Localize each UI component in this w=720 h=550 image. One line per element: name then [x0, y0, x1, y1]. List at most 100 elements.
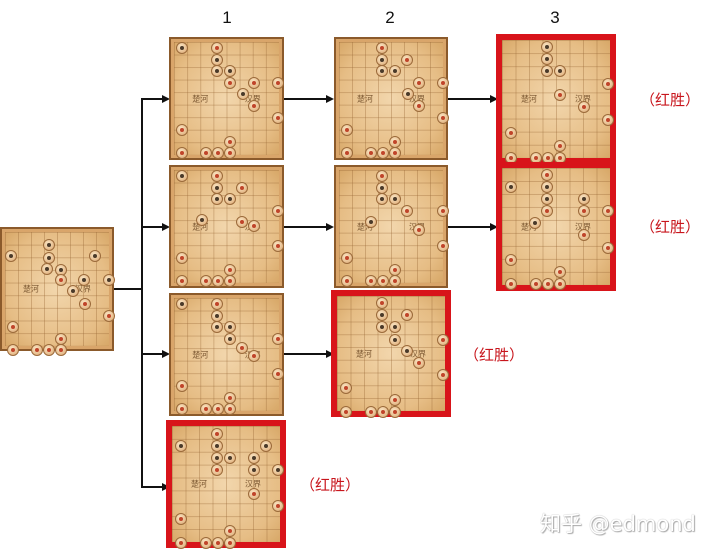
piece [200, 403, 212, 415]
piece [341, 147, 353, 159]
arrow-icon [490, 223, 498, 231]
piece [541, 193, 553, 205]
board-2a: 楚河汉界 [334, 37, 449, 160]
piece [541, 169, 553, 181]
piece [272, 333, 284, 345]
board-2c: 楚河汉界 [331, 290, 451, 418]
connector [448, 98, 490, 100]
piece [175, 537, 187, 549]
piece [389, 334, 401, 346]
piece [103, 274, 115, 286]
piece [389, 193, 401, 205]
piece [529, 217, 541, 229]
piece [554, 65, 566, 77]
piece [248, 220, 260, 232]
piece [272, 112, 284, 124]
river-left: 楚河 [357, 94, 373, 103]
piece [5, 250, 17, 262]
piece [55, 274, 67, 286]
piece [211, 464, 223, 476]
column-label-3: 3 [550, 8, 560, 27]
piece [212, 147, 224, 159]
piece [541, 181, 553, 193]
piece [542, 278, 554, 290]
piece [505, 181, 517, 193]
piece [248, 452, 260, 464]
piece [389, 264, 401, 276]
piece [578, 193, 590, 205]
piece [248, 77, 260, 89]
piece [7, 344, 19, 356]
piece [377, 275, 389, 287]
board-1d: 楚河汉界 [166, 420, 286, 549]
connector [141, 98, 163, 100]
piece [389, 406, 401, 418]
arrow-icon [490, 95, 498, 103]
piece [401, 309, 413, 321]
arrow-icon [162, 223, 170, 231]
piece [365, 216, 377, 228]
piece [377, 406, 389, 418]
river-right: 汉界 [245, 479, 261, 489]
piece [211, 440, 223, 452]
piece [541, 41, 553, 53]
board-root: 楚河汉界 [0, 227, 115, 356]
piece [248, 488, 260, 500]
piece [376, 309, 388, 321]
piece [413, 100, 425, 112]
piece [437, 112, 449, 124]
piece [79, 298, 91, 310]
piece [413, 357, 425, 369]
piece [224, 333, 236, 345]
piece [389, 147, 401, 159]
column-label-1: 1 [222, 8, 232, 27]
piece [224, 403, 236, 415]
piece [260, 440, 272, 452]
piece [341, 275, 353, 287]
piece [377, 147, 389, 159]
piece [236, 216, 248, 228]
connector [141, 353, 163, 355]
piece [389, 275, 401, 287]
piece [67, 285, 79, 297]
piece [402, 88, 414, 100]
arrow-icon [326, 350, 334, 358]
board-3a: 楚河汉界 [496, 34, 616, 164]
piece [224, 275, 236, 287]
river-left: 楚河 [23, 284, 39, 294]
piece [224, 147, 236, 159]
piece [272, 368, 284, 380]
piece [340, 382, 352, 394]
piece [176, 403, 188, 415]
piece [176, 147, 188, 159]
piece [224, 452, 236, 464]
piece [211, 452, 223, 464]
piece [175, 440, 187, 452]
piece [176, 124, 188, 136]
connector [141, 226, 163, 228]
piece [55, 344, 67, 356]
piece [224, 525, 236, 537]
piece [602, 78, 614, 90]
piece [176, 275, 188, 287]
piece [437, 334, 449, 346]
piece [89, 250, 101, 262]
piece [224, 65, 236, 77]
piece [602, 242, 614, 254]
piece [248, 350, 260, 362]
piece [401, 345, 413, 357]
piece [211, 321, 223, 333]
piece [389, 65, 401, 77]
piece [376, 42, 388, 54]
piece [365, 147, 377, 159]
piece [43, 344, 55, 356]
river-left: 楚河 [521, 94, 537, 104]
piece [376, 297, 388, 309]
piece [505, 254, 517, 266]
piece [505, 278, 517, 290]
piece [176, 298, 188, 310]
piece [437, 205, 449, 217]
connector [284, 353, 326, 355]
